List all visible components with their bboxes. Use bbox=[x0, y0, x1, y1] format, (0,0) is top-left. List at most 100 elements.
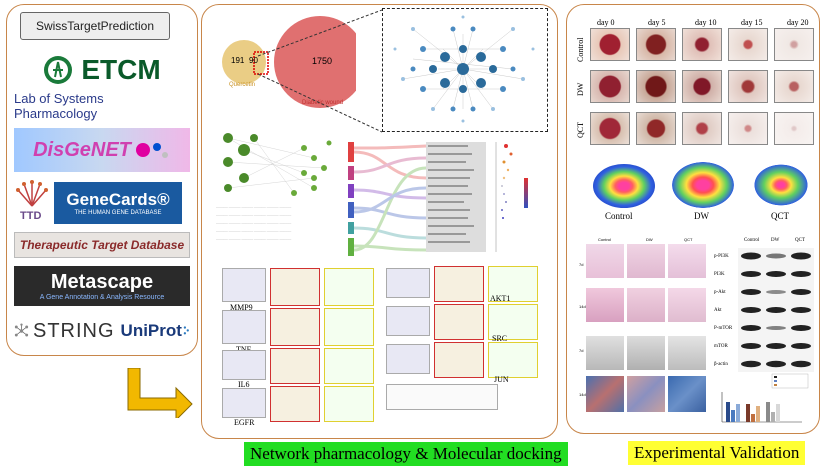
docking-label-mmp9: MMP9 bbox=[230, 303, 253, 312]
histology-ihc-7d-dw bbox=[627, 336, 665, 370]
day-label-4: day 20 bbox=[787, 18, 809, 27]
lab-of-systems-pharmacology-logo: Lab of Systems Pharmacology bbox=[14, 91, 190, 121]
day-label-3: day 15 bbox=[741, 18, 763, 27]
wb-quantification-chart bbox=[721, 373, 809, 423]
docking-il6-protein bbox=[222, 350, 266, 380]
heatmap-dw bbox=[672, 162, 734, 208]
venn-left-count: 191 bbox=[231, 56, 245, 65]
metascape-logo: Metascape A Gene Annotation & Analysis R… bbox=[14, 266, 190, 306]
svg-text:────── ────── ────── ────── ──: ────── ────── ────── ────── ────── ─────… bbox=[215, 229, 291, 233]
wb-header-control: Control bbox=[744, 238, 760, 243]
docking-il6-2d bbox=[324, 348, 374, 384]
db-label-swiss: SwissTargetPrediction bbox=[35, 19, 155, 33]
sankey-graphic bbox=[348, 142, 528, 256]
docking-akt1-protein bbox=[386, 268, 430, 298]
heatmap-control bbox=[593, 164, 655, 208]
histology-he-14d-qct bbox=[668, 288, 706, 322]
histology-he-14d-dw bbox=[627, 288, 665, 322]
db-label-etcm: ETCM bbox=[81, 54, 161, 85]
db-label-genecards-sub: THE HUMAN GENE DATABASE bbox=[74, 210, 162, 216]
db-label-lsp: Lab of Systems Pharmacology bbox=[14, 91, 104, 121]
venn-overlap-count: 90 bbox=[249, 56, 258, 65]
histology-mt-14d-dw bbox=[627, 376, 665, 412]
docking-label-tnf: TNF bbox=[236, 345, 251, 354]
histology-ihc-7d-qct bbox=[668, 336, 706, 370]
ttd-logo: TTD bbox=[14, 180, 54, 226]
experimental-validation-caption: Experimental Validation bbox=[628, 441, 806, 465]
venn-diagram bbox=[222, 16, 356, 108]
ppi-network-box bbox=[382, 8, 548, 132]
docking-label-jun: JUN bbox=[494, 375, 509, 384]
wound-qct-d5 bbox=[636, 112, 676, 145]
histology-header-qct: QCT bbox=[684, 237, 693, 242]
day-label-1: day 5 bbox=[648, 18, 666, 27]
svg-text:────── ────── ────── ────── ──: ────── ────── ────── ────── ────── ─────… bbox=[215, 237, 291, 241]
histology-row-7d-a: 7d bbox=[579, 262, 584, 267]
docking-tnf-pocket bbox=[270, 308, 320, 346]
uniprot-dots-icon bbox=[183, 326, 189, 335]
db-label-ttd: TTD bbox=[20, 210, 42, 222]
docking-legend bbox=[386, 384, 498, 410]
venn-left-label: Quercetin bbox=[229, 82, 256, 88]
wb-label-beta-actin: β-actin bbox=[714, 362, 728, 367]
docking-tnf-2d bbox=[324, 308, 374, 346]
etcm-emblem-icon bbox=[44, 56, 73, 84]
ttd-radial-icon bbox=[16, 180, 48, 207]
wound-dw-d20 bbox=[774, 70, 814, 103]
wb-label-akt: Akt bbox=[714, 308, 722, 313]
docking-label-src: SRC bbox=[492, 334, 508, 343]
wb-label-p-pi3k: p-PI3K bbox=[714, 254, 729, 259]
histology-he-7d-dw bbox=[627, 244, 665, 278]
string-network-icon bbox=[14, 323, 29, 337]
docking-akt1-2d bbox=[488, 266, 538, 302]
histology-row-14d-b: 14d bbox=[579, 392, 586, 397]
heatmap-qct bbox=[751, 162, 811, 208]
db-label-metascape-sub: A Gene Annotation & Analysis Resource bbox=[39, 294, 165, 301]
docking-mmp9-pocket bbox=[270, 268, 320, 306]
histology-header-dw: DW bbox=[646, 237, 653, 242]
docking-src-protein bbox=[386, 306, 430, 336]
wound-qct-d0 bbox=[590, 112, 630, 145]
genecards-logo: GeneCards® THE HUMAN GENE DATABASE bbox=[54, 182, 182, 224]
day-label-2: day 10 bbox=[695, 18, 717, 27]
db-label-therapeutic: Therapeutic Target Database bbox=[19, 238, 185, 252]
docking-tnf-protein bbox=[222, 310, 266, 344]
db-label-disgenet: DisGeNET bbox=[33, 138, 131, 161]
disgenet-logo: DisGeNET bbox=[14, 128, 190, 172]
docking-label-egfr: EGFR bbox=[234, 418, 255, 427]
wb-label-p-mtor: P-mTOR bbox=[714, 326, 733, 331]
wound-row-label-dw: DW bbox=[576, 82, 585, 96]
svg-text:────── ────── ────── ────── ──: ────── ────── ────── ────── ────── ─────… bbox=[215, 205, 291, 209]
wound-control-d5 bbox=[636, 28, 676, 61]
wound-dw-d15 bbox=[728, 70, 768, 103]
docking-egfr-2d bbox=[324, 386, 374, 422]
flow-arrow-icon bbox=[127, 368, 193, 418]
histology-he-7d-control bbox=[586, 244, 624, 278]
therapeutic-target-database-logo: Therapeutic Target Database bbox=[14, 232, 190, 258]
wound-qct-d15 bbox=[728, 112, 768, 145]
docking-src-2d bbox=[488, 304, 538, 340]
western-blot-bands bbox=[738, 248, 814, 372]
string-uniprot-row: STRING UniProt bbox=[14, 314, 190, 348]
compound-target-graph: ────── ────── ────── ────── ────── ─────… bbox=[215, 133, 332, 241]
db-label-genecards: GeneCards® bbox=[66, 190, 170, 209]
histology-he-7d-qct bbox=[668, 244, 706, 278]
docking-il6-pocket bbox=[270, 348, 320, 384]
sankey-bubble-plot bbox=[346, 138, 546, 262]
wound-dw-d0 bbox=[590, 70, 630, 103]
docking-jun-2d bbox=[488, 342, 538, 378]
wound-dw-d10 bbox=[682, 70, 722, 103]
db-label-uniprot: UniProt bbox=[120, 321, 182, 340]
wound-row-label-control: Control bbox=[576, 37, 585, 62]
compound-target-network: ────── ────── ────── ────── ────── ─────… bbox=[214, 128, 346, 260]
heatmap-label-control: Control bbox=[605, 211, 633, 221]
docking-label-il6: IL6 bbox=[238, 380, 250, 389]
swisstargetprediction-logo: SwissTargetPrediction bbox=[20, 12, 170, 40]
histology-row-14d-a: 14d bbox=[579, 304, 586, 309]
docking-jun-pocket bbox=[434, 342, 484, 378]
wound-control-d10 bbox=[682, 28, 722, 61]
zoom-connector-lines bbox=[257, 9, 383, 133]
wound-control-d0 bbox=[590, 28, 630, 61]
wound-control-d15 bbox=[728, 28, 768, 61]
wb-header-dw: DW bbox=[771, 238, 780, 243]
